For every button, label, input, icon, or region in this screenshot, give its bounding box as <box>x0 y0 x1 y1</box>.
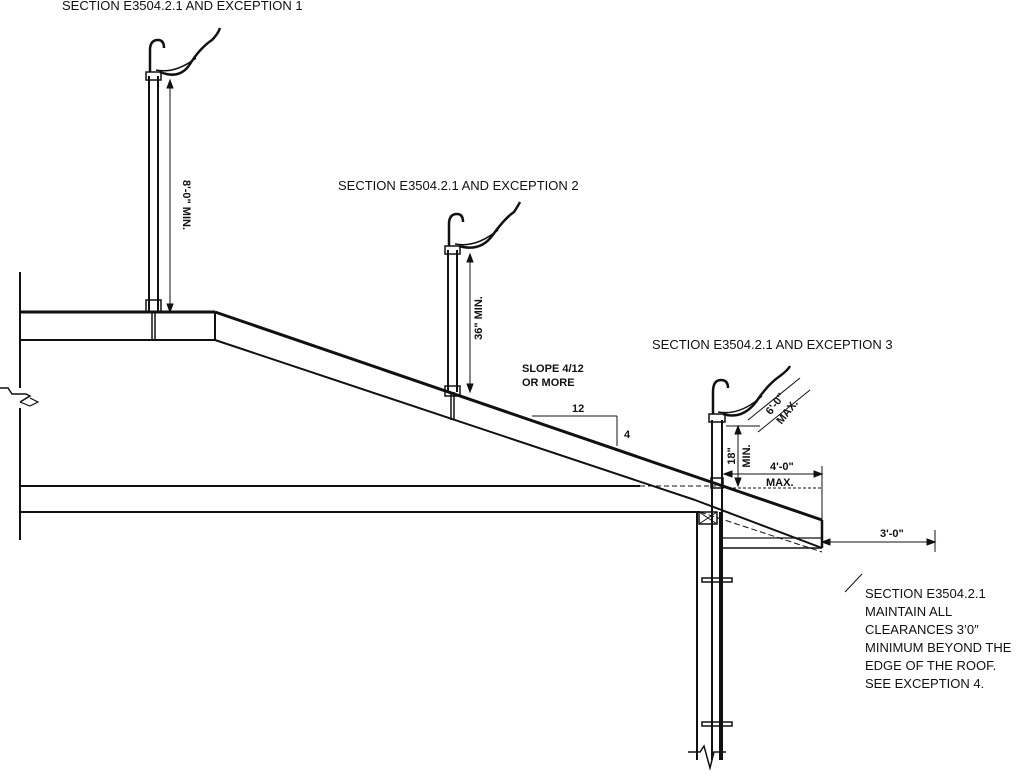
slope-label-line1: SLOPE 4/12 <box>522 363 584 375</box>
dimension-8ft <box>166 78 174 314</box>
dimension-6ft <box>747 377 811 433</box>
caption-exception-2: SECTION E3504.2.1 AND EXCEPTION 2 <box>338 178 579 193</box>
exterior-wall <box>688 511 726 771</box>
slope-run: 12 <box>572 403 584 415</box>
dimension-36in <box>466 252 474 394</box>
dimension-18in-value: 18" <box>726 447 738 464</box>
dimension-18in <box>726 424 760 488</box>
note-line-4: MINIMUM BEYOND THE <box>865 640 1012 655</box>
service-mast-1 <box>145 27 222 340</box>
dimension-4ft <box>722 466 824 520</box>
service-mast-2 <box>444 201 522 420</box>
building-wall <box>0 272 40 540</box>
note-leader <box>844 573 863 593</box>
dimension-4ft-value: 4'-0" <box>770 461 794 473</box>
sloped-roof <box>214 310 824 549</box>
note-line-2: MAINTAIN ALL <box>865 604 952 619</box>
dimension-3ft <box>820 530 937 552</box>
dimension-3ft-label: 3'-0" <box>880 528 904 540</box>
note-line-5: EDGE OF THE ROOF. <box>865 658 996 673</box>
flat-roof <box>20 310 216 341</box>
note-line-6: SEE EXCEPTION 4. <box>865 676 984 691</box>
note-line-3: CLEARANCES 3’0″ <box>865 622 979 637</box>
slope-rise: 4 <box>624 429 631 441</box>
dimension-4ft-label: MAX. <box>766 477 794 489</box>
dimension-36in-label: 36" MIN. <box>473 296 485 340</box>
note-line-1: SECTION E3504.2.1 <box>865 586 986 601</box>
service-mast-3 <box>701 365 792 760</box>
ceiling <box>20 485 823 553</box>
dimension-18in-label: MIN. <box>741 444 753 467</box>
slope-label-line2: OR MORE <box>522 377 575 389</box>
caption-exception-1: SECTION E3504.2.1 AND EXCEPTION 1 <box>62 0 303 13</box>
slope-indicator <box>532 415 618 446</box>
dimension-8ft-label: 8'-0" MIN. <box>180 180 192 230</box>
caption-exception-3: SECTION E3504.2.1 AND EXCEPTION 3 <box>652 337 893 352</box>
